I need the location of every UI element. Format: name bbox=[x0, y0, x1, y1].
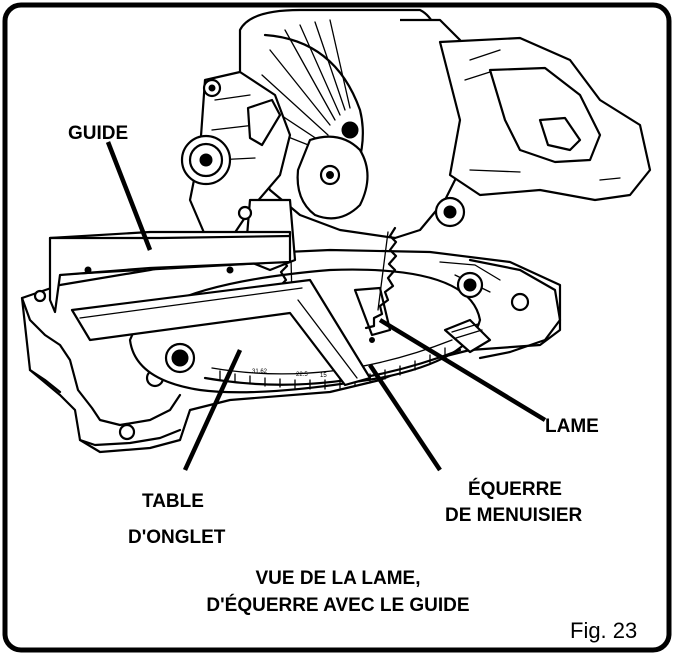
blade-right-edge bbox=[377, 231, 389, 311]
scale-tick-label-2: 22.5 bbox=[296, 372, 308, 378]
fence bbox=[48, 230, 292, 314]
base-left-foot bbox=[20, 296, 182, 427]
label-table-line2: D'ONGLET bbox=[128, 527, 226, 548]
base-right bbox=[468, 258, 562, 360]
kerf-plate bbox=[353, 286, 392, 337]
square-inner-edge bbox=[79, 287, 358, 379]
base-bolt-left bbox=[33, 289, 47, 303]
miter-scale-arc-inner bbox=[211, 339, 453, 375]
top-bolt-center bbox=[208, 84, 216, 92]
base-hole-left bbox=[118, 423, 136, 441]
leader-lame bbox=[378, 318, 547, 422]
latch-lever bbox=[246, 98, 282, 147]
leader-lines bbox=[105, 141, 547, 472]
scale-tick-label-3: 15 bbox=[320, 373, 327, 379]
arbor-bolt-center bbox=[326, 171, 334, 179]
figure-number: Fig. 23 bbox=[570, 618, 637, 643]
base-hole-right bbox=[510, 292, 530, 312]
saw-illustration: 31.62 22.5 15 bbox=[20, 8, 652, 454]
fence-screw-1 bbox=[84, 266, 92, 274]
bevel-knob-ring bbox=[188, 142, 224, 178]
fence-face bbox=[59, 261, 291, 276]
label-guide: GUIDE bbox=[68, 123, 128, 144]
miter-scale-arc bbox=[203, 348, 462, 386]
handle-grip-opening bbox=[488, 66, 602, 164]
leader-guide bbox=[105, 141, 153, 251]
leader-table bbox=[182, 349, 243, 471]
handle-knob-inner bbox=[443, 205, 457, 219]
fence-screw-2 bbox=[226, 266, 234, 274]
leader-equerre bbox=[368, 363, 442, 472]
square-hole bbox=[369, 337, 375, 343]
base-left-foot-lower bbox=[28, 368, 182, 447]
caption-line2: D'ÉQUERRE AVEC LE GUIDE bbox=[206, 594, 469, 616]
miter-pointer-right-marks bbox=[451, 323, 483, 339]
miter-lock-knob-left-inner bbox=[171, 349, 189, 367]
miter-lock-knob-right-inner bbox=[463, 278, 477, 292]
column-bolt bbox=[237, 205, 253, 221]
caption-line1: VUE DE LA LAME, bbox=[255, 568, 420, 589]
fence-top-edge bbox=[48, 234, 292, 240]
label-lame: LAME bbox=[545, 416, 599, 437]
bevel-knob-center bbox=[199, 153, 213, 167]
label-equerre-line1: ÉQUERRE bbox=[468, 478, 562, 500]
housing-bolt bbox=[341, 121, 359, 139]
handle-trigger bbox=[538, 116, 582, 152]
label-table-line1: TABLE bbox=[142, 491, 204, 512]
miter-pointer-right bbox=[443, 318, 492, 354]
scale-tick-label-1: 31.62 bbox=[252, 369, 268, 375]
combination-square bbox=[70, 278, 372, 387]
miter-scale-ticks bbox=[219, 347, 446, 390]
label-equerre-line2: DE MENUISIER bbox=[445, 505, 583, 526]
handle-detail bbox=[464, 49, 621, 181]
